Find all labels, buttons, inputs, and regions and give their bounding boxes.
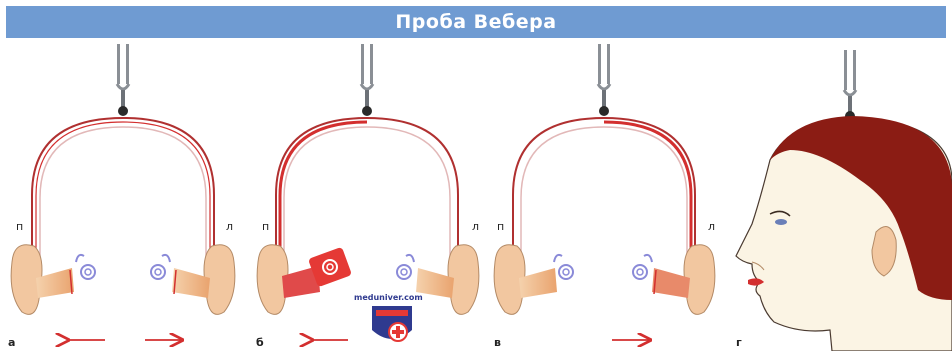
right-side-label: п	[262, 220, 269, 233]
skull-outline	[276, 118, 458, 262]
watermark-logo: meduniver.com	[354, 293, 423, 341]
ear-right-icon	[494, 245, 557, 315]
panel-b: п л б	[256, 44, 479, 349]
watermark-text: meduniver.com	[354, 293, 423, 302]
skull-outline	[513, 118, 695, 262]
cochlea-icon	[76, 255, 95, 279]
panel-label-g: г	[736, 336, 742, 349]
ear-left-icon	[416, 245, 479, 315]
ear-right-icon	[257, 245, 320, 315]
cochlea-icon	[397, 255, 414, 279]
panel-label-b: б	[256, 336, 264, 349]
head-profile	[736, 116, 952, 351]
panel-label-a: а	[8, 336, 15, 349]
ear-left-icon	[652, 245, 715, 315]
left-side-label: л	[472, 220, 479, 233]
ear-left-icon	[172, 245, 235, 315]
tuning-fork-icon	[117, 44, 129, 116]
tuning-fork-icon	[361, 44, 373, 116]
panel-label-v: в	[494, 336, 501, 349]
shield-logo-icon	[372, 306, 412, 341]
left-side-label: л	[226, 220, 233, 233]
tuning-fork-icon	[598, 44, 610, 116]
cochlea-icon	[633, 255, 652, 279]
tuning-fork-icon	[844, 50, 856, 121]
cochlea-icon	[554, 255, 573, 279]
skull-outline	[32, 118, 214, 262]
panel-v: п л в	[494, 44, 715, 349]
panel-g: г	[736, 50, 952, 351]
right-side-label: п	[16, 220, 23, 233]
cochlea-icon	[151, 255, 170, 279]
right-side-label: п	[497, 220, 504, 233]
ear-right-icon	[11, 245, 74, 315]
left-side-label: л	[708, 220, 715, 233]
panel-a: п л а	[8, 44, 235, 349]
